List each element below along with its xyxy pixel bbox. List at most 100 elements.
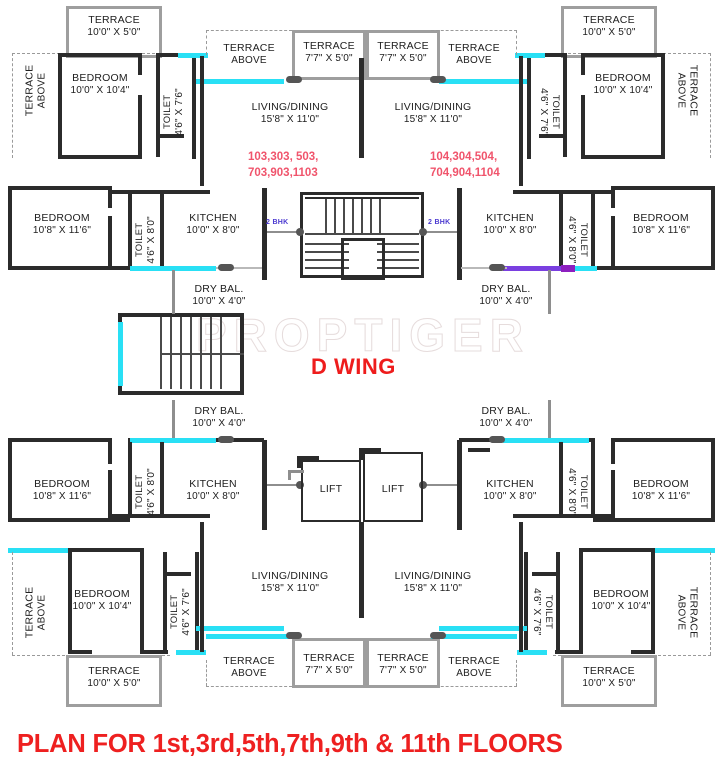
wall: [532, 572, 556, 576]
wall: [519, 522, 523, 652]
wall: [163, 552, 167, 654]
terrace-small-top-left-label: TERRACE 7'7" X 5'0": [303, 40, 355, 64]
terrace-above-dash: [206, 30, 207, 55]
door-pivot: [419, 228, 427, 236]
wall: [138, 95, 142, 159]
terrace-box-top-center-right: [366, 30, 440, 80]
wall: [108, 442, 112, 464]
wall: [192, 53, 196, 159]
wall: [711, 186, 715, 270]
door: [430, 632, 446, 639]
wall: [611, 186, 615, 208]
bedroom-top-left-label: BEDROOM 10'0" X 10'4": [70, 72, 130, 96]
bedroom-mid-right-label: BEDROOM 10'8" X 11'6": [631, 212, 691, 236]
wall: [359, 448, 381, 452]
wall: [288, 470, 304, 473]
wall: [519, 56, 523, 186]
wall: [524, 552, 528, 654]
wall: [548, 270, 551, 314]
wall: [661, 53, 665, 159]
window-opening: [503, 438, 589, 443]
terrace-above-dash: [431, 686, 517, 687]
wall: [513, 190, 611, 194]
wall: [138, 53, 142, 75]
wall: [527, 53, 531, 159]
bedroom-bot-left-label: BEDROOM 10'8" X 11'6": [32, 478, 92, 502]
wall: [8, 186, 112, 190]
wall: [160, 442, 164, 518]
wall: [118, 313, 244, 317]
terrace-box-top-center-left: [292, 30, 366, 80]
door-pivot: [419, 481, 427, 489]
terrace-above-bot-left-inner-label: TERRACE ABOVE: [223, 655, 275, 679]
wall: [300, 192, 424, 195]
bhk-tag-left: 2 BHK: [266, 219, 289, 226]
wall: [461, 267, 507, 269]
terrace-above-bot-left-vertical-label: TERRACE ABOVE: [23, 586, 48, 639]
bedroom-mid-left-label: BEDROOM 10'8" X 11'6": [32, 212, 92, 236]
wall: [559, 442, 563, 518]
wall: [172, 270, 175, 314]
wall: [58, 53, 142, 57]
door: [218, 264, 234, 271]
wall: [68, 650, 92, 654]
kitchen-mid-right-label: KITCHEN 10'0" X 8'0": [483, 212, 537, 236]
wall: [341, 238, 344, 280]
dry-bal-mid-left-label: DRY BAL. 10'0" X 4'0": [192, 283, 246, 307]
terrace-above-dash: [710, 552, 711, 655]
window-opening: [515, 53, 545, 58]
terrace-top-right-label: TERRACE 10'0" X 5'0": [582, 14, 636, 38]
door-pivot: [296, 481, 304, 489]
lift-shaft-right: [363, 452, 423, 522]
wall: [359, 448, 363, 460]
wall: [581, 95, 585, 159]
door: [218, 436, 234, 443]
toilet-top-left-label: TOILET 4'6" X 7'6": [162, 88, 185, 136]
wall: [591, 442, 595, 518]
wall-column-right-lower: [457, 440, 462, 530]
wall: [68, 548, 72, 654]
window-opening: [176, 650, 206, 655]
lift-right-label: LIFT: [381, 483, 405, 495]
toilet-bot-left-label: TOILET 4'6" X 8'0": [134, 468, 157, 516]
wall: [341, 238, 385, 241]
window-opening: [130, 438, 216, 443]
wing-label: D WING: [311, 354, 396, 379]
wall: [593, 266, 715, 270]
wall: [108, 186, 112, 208]
window-opening: [118, 322, 123, 386]
window-opening: [575, 266, 597, 271]
wall: [300, 275, 424, 278]
toilet2-bot-left-label: TOILET 4'6" X 7'6": [169, 588, 192, 636]
wall: [421, 484, 457, 486]
door-pivot: [296, 228, 304, 236]
balcony-door-highlight: [561, 265, 575, 272]
wall: [711, 438, 715, 522]
wall: [160, 192, 164, 270]
wall: [68, 548, 144, 552]
terrace-bot-left-label: TERRACE 10'0" X 5'0": [87, 665, 141, 689]
wall: [8, 186, 12, 270]
wall: [297, 456, 319, 460]
window-opening: [439, 626, 527, 631]
terrace-above-dash: [206, 660, 207, 686]
wall: [611, 186, 715, 190]
bedroom-top-right-label: BEDROOM 10'0" X 10'4": [593, 72, 653, 96]
dry-bal-mid-right-label: DRY BAL. 10'0" X 4'0": [479, 283, 533, 307]
kitchen-mid-left-label: KITCHEN 10'0" X 8'0": [186, 212, 240, 236]
wall: [8, 518, 130, 522]
terrace-above-top-left-inner-label: TERRACE ABOVE: [223, 42, 275, 66]
terrace-above-right-vertical-label: TERRACE ABOVE: [675, 64, 700, 117]
window-opening: [130, 266, 216, 271]
staircase-upper: [305, 199, 419, 275]
terrace-top-left-label: TERRACE 10'0" X 5'0": [87, 14, 141, 38]
lift-left-label: LIFT: [319, 483, 343, 495]
bedroom2-bot-right-label: BEDROOM 10'0" X 10'4": [591, 588, 651, 612]
door: [286, 632, 302, 639]
dry-bal-bot-left-label: DRY BAL. 10'0" X 4'0": [192, 405, 246, 429]
wall-core-spine-bottom: [359, 522, 364, 618]
terrace-above-dash-left-edge: [12, 53, 13, 158]
terrace-above-dash: [12, 552, 13, 655]
wall: [631, 650, 655, 654]
